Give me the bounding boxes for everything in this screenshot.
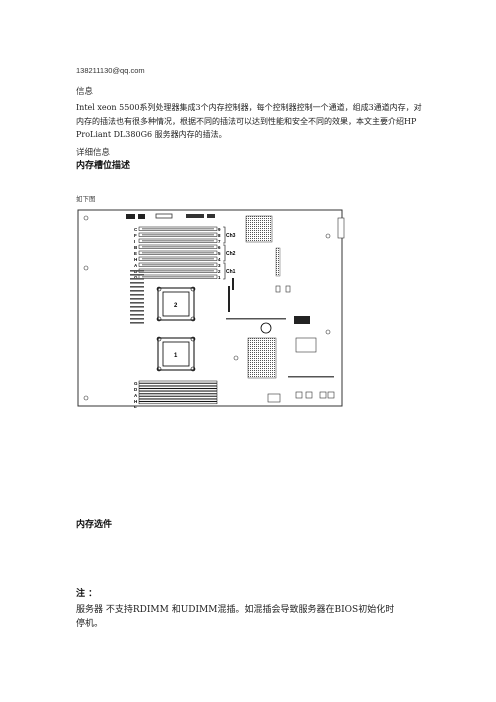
dimm-slot-bottom: [138, 383, 218, 386]
channel-label-ch2-top: Ch2: [226, 251, 236, 257]
connector-bottom-right: [288, 376, 334, 378]
cpu-label-1: 1: [174, 353, 178, 359]
heatsink-fin: [130, 278, 144, 280]
heatsink-fin: [130, 306, 144, 308]
battery: [260, 322, 272, 334]
slot-letter-C-top: C: [134, 227, 138, 232]
dimm-slot-bottom: [138, 396, 218, 399]
heatsink-fin: [130, 318, 144, 320]
heatsink-fin: [130, 302, 144, 304]
slot-number-2-top: 2: [218, 269, 221, 274]
slot-letter-G-bottom: G: [134, 381, 138, 386]
connector-top-1: [126, 214, 135, 219]
cpu-socket-2: 2: [156, 286, 196, 322]
connector-top-3: [155, 213, 173, 219]
slot-letter-B-top: B: [134, 245, 138, 250]
heatsink-left: [130, 270, 144, 324]
channel-label-ch3-top: Ch3: [226, 233, 236, 239]
connector-top-5: [207, 214, 215, 218]
chip-controller: [295, 337, 317, 353]
dimm-bank-top: C F I B E H A D G 9 8 7 6 5 4 3 2 1 Ch3 …: [134, 226, 236, 280]
slot-letter-I-top: I: [134, 239, 135, 244]
heading-memory-options: 内存选件: [76, 520, 113, 530]
slot-letter-G-top: G: [134, 275, 138, 280]
heatsink-fin: [130, 290, 144, 292]
connector-top-4: [186, 214, 204, 218]
slot-number-3-top: 3: [218, 263, 221, 268]
slot-number-7-top: 7: [218, 239, 221, 244]
dimm-slot-bottom: [138, 380, 218, 384]
heading-memory-slots: 内存槽位描述: [76, 161, 131, 171]
slot-letter-E-top: E: [134, 251, 137, 256]
dimm-slot-bottom: [138, 388, 218, 392]
heatsink-fin: [130, 274, 144, 276]
slot-letter-E-bottom: E: [134, 405, 137, 408]
heatsink-fin: [130, 270, 144, 272]
motherboard-svg: C F I B E H A D G 9 8 7 6 5 4 3 2 1 Ch3 …: [77, 209, 345, 434]
dimm-slot-bottom: [138, 393, 218, 397]
author-email: 138211130@qq.com: [76, 66, 145, 75]
dimm-slot-bottom: [138, 385, 218, 389]
heatsink-fin: [130, 298, 144, 300]
section-info-label: 信息: [76, 87, 94, 97]
chip-southbridge: [247, 337, 277, 379]
dimm-slot-bottom: [138, 398, 218, 402]
slot-number-4-top: 4: [218, 257, 221, 262]
slot-number-9-top: 9: [218, 227, 221, 232]
dimm-slot-bottom: [138, 391, 218, 394]
pci-slot-1: [228, 286, 230, 312]
slot-number-1-top: 1: [218, 275, 221, 280]
heatsink-fin: [130, 282, 144, 284]
heatsink-fin: [130, 314, 144, 316]
slot-number-8-top: 8: [218, 233, 221, 238]
note-label: 注 ：: [76, 589, 98, 599]
cpu-socket-1: 1: [156, 336, 196, 372]
cpu-label-2: 2: [174, 303, 178, 309]
heatsink-fin: [130, 286, 144, 288]
slot-number-5-top: 5: [218, 251, 221, 256]
dimm-slot-bottom: [138, 401, 218, 405]
chip-northbridge: [245, 215, 273, 243]
connector-right-1: [294, 316, 310, 324]
dimm-bank-bottom: G D A H E B I F C: [134, 380, 218, 434]
note-text: 服务器 不支持RDIMM 和UDIMM混插。如混插会导致服务器在BIOS初始化时…: [76, 605, 395, 629]
slot-letter-F-top: F: [134, 233, 137, 238]
motherboard-diagram: C F I B E H A D G 9 8 7 6 5 4 3 2 1 Ch3 …: [76, 208, 346, 434]
slot-letter-H-bottom: H: [134, 399, 137, 404]
section-detail-label: 详细信息: [76, 148, 111, 158]
slot-letter-H-top: H: [134, 257, 137, 262]
pcie-connector: [226, 318, 286, 320]
slot-letter-A-bottom: A: [134, 393, 138, 398]
connector-top-2: [138, 214, 145, 219]
heatsink-fin: [130, 294, 144, 296]
slot-letter-D-bottom: D: [134, 387, 138, 392]
intro-paragraph: Intel xeon 5500系列处理器集成3个内存控制器，每个控制器控制一个通…: [76, 103, 422, 139]
pci-slot-2: [232, 278, 234, 290]
channel-label-ch1-top: Ch1: [226, 269, 236, 275]
figure-caption: 如下图: [76, 195, 96, 203]
slot-letter-A-top: A: [134, 263, 138, 268]
heatsink-fin: [130, 310, 144, 312]
heatsink-fin: [130, 322, 144, 324]
slot-number-6-top: 6: [218, 245, 221, 250]
